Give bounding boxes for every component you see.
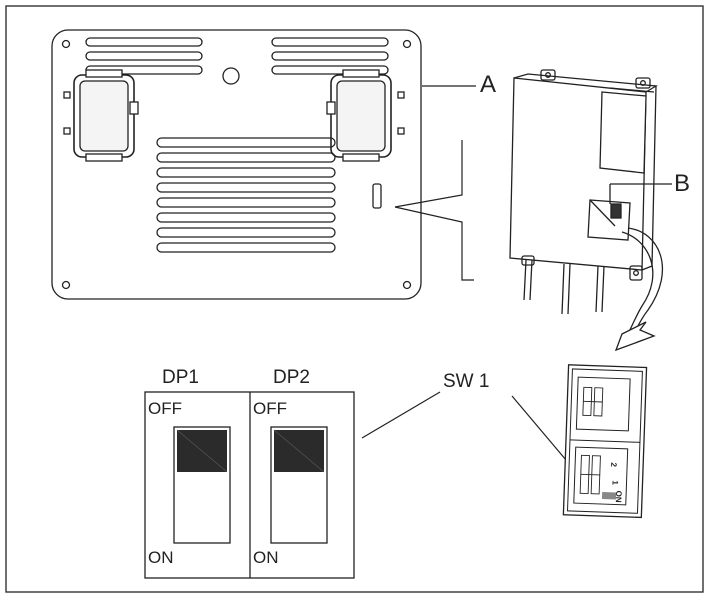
module-label-on: ON — [614, 490, 623, 503]
label-b: B — [674, 170, 690, 197]
vent-top-right — [271, 37, 389, 75]
dip-switch-dp2 — [270, 426, 328, 544]
label-dp1: DP1 — [162, 367, 199, 388]
back-panel-outline — [51, 29, 422, 300]
dip-switch-small — [610, 203, 622, 219]
leader-sw1-left — [361, 391, 441, 439]
zoom-lines — [394, 140, 474, 281]
unit-side-view — [509, 69, 659, 315]
label-dp1-off: OFF — [148, 399, 182, 418]
access-slot — [372, 183, 382, 209]
dip-switch-dp1 — [173, 426, 231, 544]
vent-center — [156, 137, 336, 253]
label-dp2-on: ON — [253, 548, 279, 567]
mount-hole-tr — [402, 39, 412, 49]
diagram-frame — [5, 5, 704, 593]
mount-hole-tl — [61, 39, 71, 49]
label-dp1-on: ON — [148, 548, 174, 567]
label-a: A — [480, 71, 496, 98]
mount-hole-bl — [61, 280, 71, 290]
unit-top-module — [599, 91, 647, 174]
bracket-left — [63, 69, 139, 162]
sw1-module: 2 1 ON — [562, 364, 648, 519]
mount-hole-br — [402, 280, 412, 290]
curved-arrow — [614, 227, 664, 352]
center-hole — [222, 67, 240, 85]
unit-cables — [523, 259, 605, 315]
label-sw1: SW 1 — [443, 371, 489, 392]
module-label-1: 1 — [610, 480, 619, 485]
dip-switch-panel — [144, 391, 355, 579]
label-dp2: DP2 — [273, 367, 310, 388]
label-dp2-off: OFF — [253, 399, 287, 418]
vent-top-left — [85, 37, 203, 75]
module-label-2: 2 — [609, 462, 618, 467]
leader-sw1-right — [511, 395, 567, 461]
bracket-right — [326, 69, 405, 162]
unit-back-panel — [51, 29, 422, 300]
